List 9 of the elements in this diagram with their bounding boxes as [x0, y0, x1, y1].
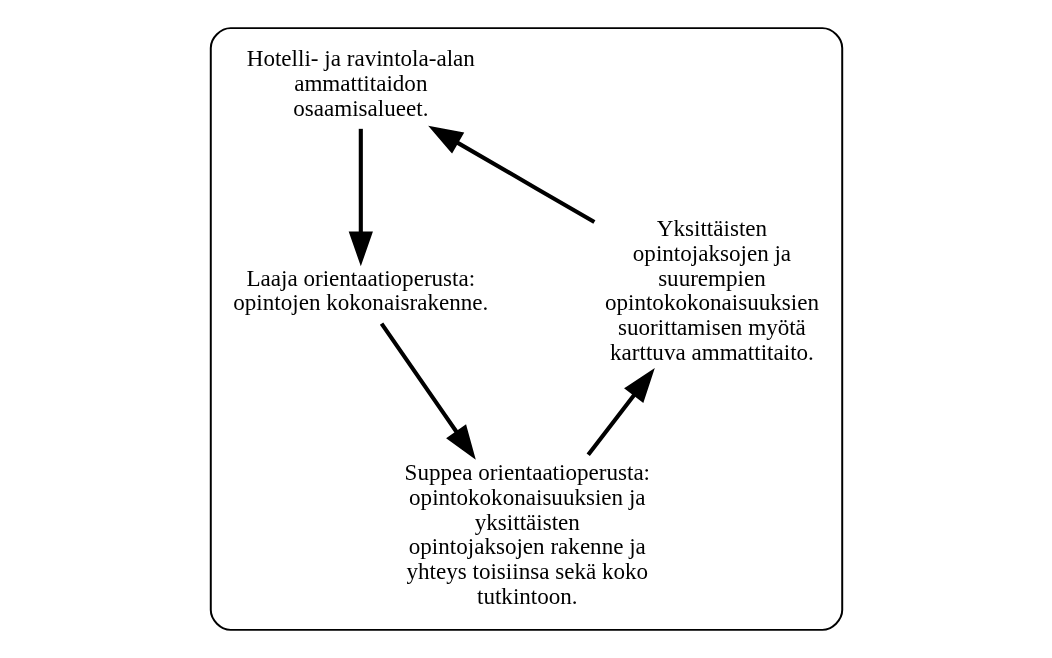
node-text: Laaja orientaatioperusta: opintojen kokonaisrakenne.	[232, 264, 488, 316]
node-text: Suppea orientaatioperusta: opintokokonaisuuksien ja yksittäisten opintojaksojen rakenne ja yhteys toisiinsa sekä koko tutkintoon.	[404, 459, 650, 609]
node-text: Yksittäisten opintojaksojen ja suurempien opintokokonaisuuksien suorittamisen myötä karttuva ammattitaito.	[604, 215, 819, 365]
arrow	[427, 125, 595, 224]
arrow	[348, 128, 373, 267]
arrow	[586, 368, 655, 457]
arrow	[379, 322, 476, 460]
node-text: Hotelli- ja ravintola-alan ammattitaidon osaamisalueet.	[246, 45, 475, 121]
cluster	[209, 27, 843, 631]
